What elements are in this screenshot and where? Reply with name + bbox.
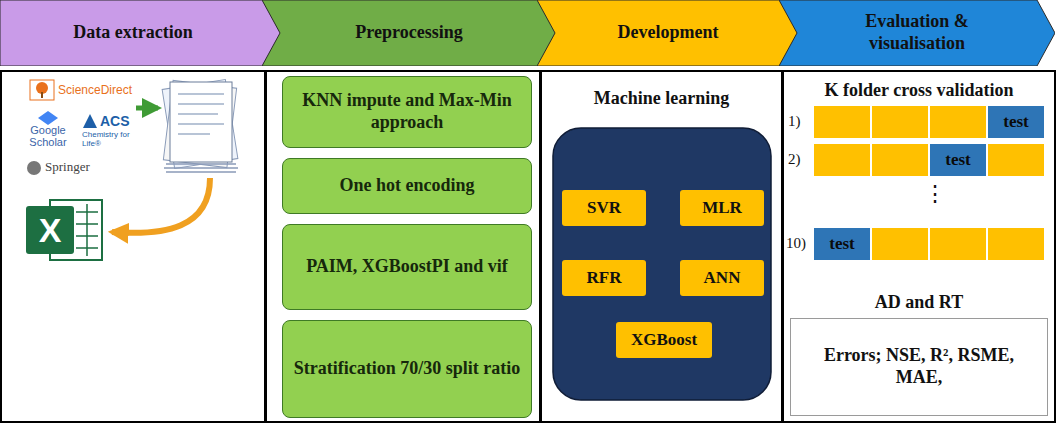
step-label: PAIM, XGBoostPI and vif <box>306 256 508 278</box>
chevron-fill <box>0 0 282 66</box>
test-fold: test <box>814 228 870 260</box>
flow-arrow <box>112 178 210 233</box>
fold-cell <box>872 144 928 176</box>
stage-title: Data extraction <box>73 22 192 44</box>
springer-icon <box>27 161 41 175</box>
logo-text: Springer <box>45 160 90 174</box>
fold-cell <box>988 144 1044 176</box>
model-box: XGBoost <box>616 322 712 358</box>
step-label: KNN impute and Max-Min approach <box>293 90 521 133</box>
test-fold: test <box>988 106 1044 138</box>
fold-label: test <box>829 234 854 254</box>
stage-chevron: Evaluation & visualisation <box>779 0 1055 66</box>
paper-sheet <box>170 82 232 162</box>
model-box: MLR <box>680 190 764 226</box>
cap-shape <box>38 111 58 125</box>
test-fold: test <box>930 144 986 176</box>
stage-chevron: Preprocessing <box>262 0 556 66</box>
fold-cell <box>988 106 1044 138</box>
fold-cell <box>814 106 870 138</box>
step-label: One hot encoding <box>339 175 474 197</box>
excel-icon <box>26 200 102 260</box>
chevron-fill <box>262 0 556 66</box>
fold-cell <box>872 106 928 138</box>
text-line <box>178 113 218 115</box>
paper-stack <box>162 79 238 172</box>
flow-arrow <box>136 106 158 111</box>
fold-number: 10) <box>786 235 806 252</box>
text-line <box>178 103 224 105</box>
stage-chevron: Data extraction <box>0 0 282 66</box>
stage-chevron: Development <box>537 0 799 66</box>
stage-title: Development <box>618 22 719 44</box>
model-label: XGBoost <box>631 330 697 350</box>
stage-title: Evaluation & visualisation <box>832 11 1002 54</box>
model-label: ANN <box>704 268 741 288</box>
stack-edge <box>164 164 238 172</box>
fold-cell <box>814 228 870 260</box>
fold-label: test <box>945 150 970 170</box>
fold-cell <box>930 144 986 176</box>
fold-number: ⋮ <box>924 182 946 206</box>
logo-text: Chemistry for Life® <box>82 131 132 149</box>
logo-text: Google Scholar <box>20 124 76 148</box>
panel-outline <box>266 71 540 422</box>
fold-cell <box>930 106 986 138</box>
fold-number: 2) <box>788 151 801 168</box>
stage-panel: K folder cross validation AD and RT test te… <box>782 70 1056 423</box>
model-label: SVR <box>587 198 621 218</box>
logo-text: ScienceDirect <box>58 84 132 97</box>
panel-heading: Machine learning <box>542 88 781 110</box>
stage-title: Preprocessing <box>355 22 462 44</box>
fold-cell <box>988 228 1044 260</box>
fold-number: 1) <box>788 113 801 130</box>
model-box: ANN <box>680 260 764 296</box>
panel-heading: AD and RT <box>784 292 1054 314</box>
paper-sheet <box>162 79 238 168</box>
model-label: RFR <box>587 268 622 288</box>
sheet-grid <box>76 204 98 256</box>
preprocess-box: Stratification 70/30 split ratio <box>282 320 532 418</box>
model-box: SVR <box>562 190 646 226</box>
stage-panel: Machine learningSVR MLR RFR ANN XGBoost <box>540 70 783 423</box>
tree-trunk <box>41 92 43 98</box>
text-line <box>178 123 224 125</box>
model-label: MLR <box>702 198 742 218</box>
model-box: RFR <box>562 260 646 296</box>
paper-sheet <box>163 80 236 167</box>
metrics-label: Errors; NSE, R², RSME, MAE, <box>803 345 1035 388</box>
fold-grid <box>814 106 1044 260</box>
scholar-icon <box>38 111 58 125</box>
step-label: Stratification 70/30 split ratio <box>294 358 520 380</box>
icon-frame <box>30 80 54 100</box>
fold-label: test <box>1003 112 1028 132</box>
fold-cell <box>872 228 928 260</box>
excel-square <box>26 206 74 254</box>
preprocess-box: KNN impute and Max-Min approach <box>282 76 532 148</box>
metrics-box: Errors; NSE, R², RSME, MAE, <box>790 318 1048 416</box>
fold-cell <box>930 228 986 260</box>
preprocess-box: One hot encoding <box>282 158 532 214</box>
model-ground <box>553 128 771 400</box>
panel-heading: K folder cross validation <box>784 80 1054 102</box>
icon-letter: X <box>26 206 74 254</box>
panel-outline <box>1 71 265 422</box>
text-line <box>178 93 224 95</box>
chevron-fill <box>537 0 799 66</box>
text-line <box>178 133 210 135</box>
acs-mark <box>83 114 97 128</box>
preprocess-box: PAIM, XGBoostPI and vif <box>282 224 532 310</box>
fold-cell <box>814 144 870 176</box>
elsevier-icon <box>30 80 54 100</box>
chevron-fill <box>779 0 1055 66</box>
logo-text: ACS <box>100 114 130 129</box>
